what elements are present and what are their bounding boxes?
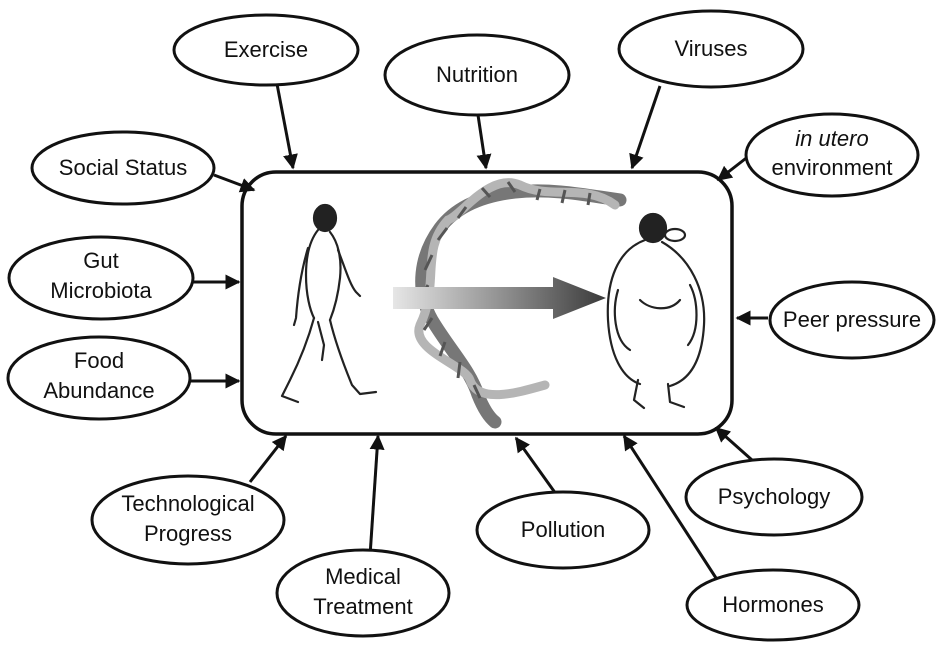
factor-exercise-label: Exercise xyxy=(224,37,308,62)
evolution-arrow-icon xyxy=(393,277,606,319)
factor-technological-progress: Technological Progress xyxy=(90,474,286,566)
factor-social-status: Social Status xyxy=(30,130,216,206)
obese-figure-icon xyxy=(606,212,706,410)
factor-psychology: Psychology xyxy=(684,457,864,537)
connector-arrows xyxy=(190,83,768,579)
walking-man-icon xyxy=(280,203,378,404)
factor-peer-pressure-label: Peer pressure xyxy=(783,307,921,332)
factor-hormones-label: Hormones xyxy=(722,592,823,617)
factor-in-utero-label-2: environment xyxy=(771,155,892,180)
factor-tech-label-1: Technological xyxy=(121,491,254,516)
factor-peer-pressure: Peer pressure xyxy=(768,280,936,360)
factor-nutrition-label: Nutrition xyxy=(436,62,518,87)
factor-food-abundance: Food Abundance xyxy=(6,335,192,421)
factor-tech-label-2: Progress xyxy=(144,521,232,546)
factor-medical-label-1: Medical xyxy=(325,564,401,589)
factor-in-utero-environment: in utero environment xyxy=(744,112,920,198)
factor-pollution: Pollution xyxy=(475,490,651,570)
factor-gut-label-1: Gut xyxy=(83,248,118,273)
factor-medical-treatment: Medical Treatment xyxy=(275,548,451,638)
factor-food-label-2: Abundance xyxy=(43,378,154,403)
factor-gut-label-2: Microbiota xyxy=(50,278,152,303)
factor-gut-microbiota: Gut Microbiota xyxy=(7,235,195,321)
factor-viruses-label: Viruses xyxy=(675,36,748,61)
factor-pollution-label: Pollution xyxy=(521,517,605,542)
factor-food-label-1: Food xyxy=(74,348,124,373)
factor-medical-label-2: Treatment xyxy=(313,594,412,619)
factor-hormones: Hormones xyxy=(685,568,861,642)
factor-psychology-label: Psychology xyxy=(718,484,831,509)
factor-in-utero-label-1: in utero xyxy=(795,126,868,151)
factor-exercise: Exercise xyxy=(172,13,360,87)
factor-nutrition: Nutrition xyxy=(383,33,571,117)
factor-viruses: Viruses xyxy=(617,9,805,89)
factor-social-status-label: Social Status xyxy=(59,155,187,180)
